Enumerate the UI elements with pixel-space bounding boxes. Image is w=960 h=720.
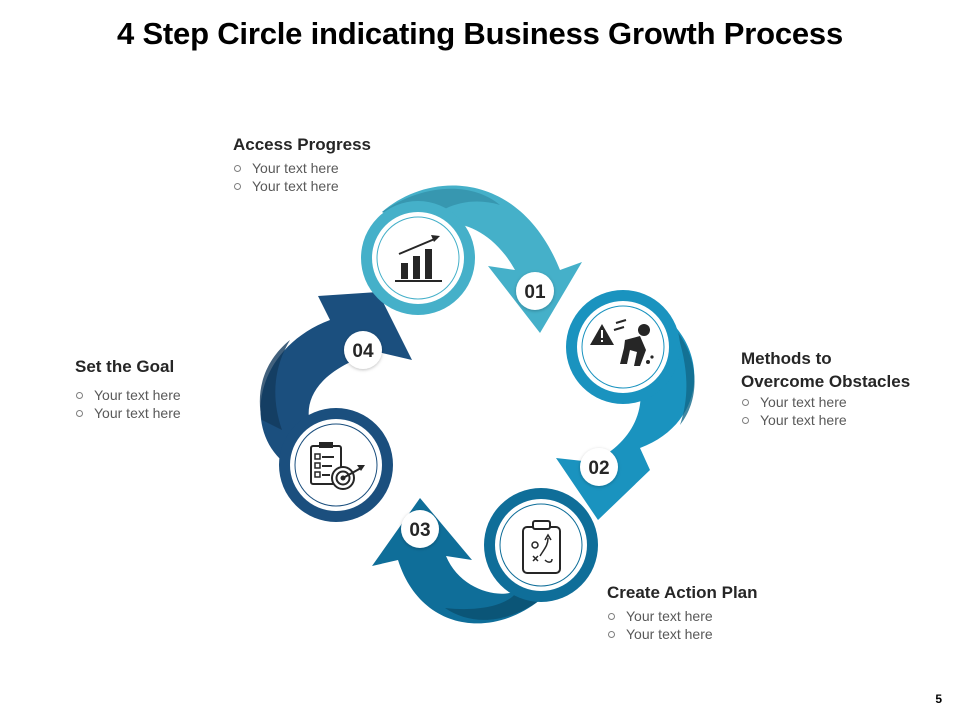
bullet-circle-icon	[608, 613, 615, 620]
bullet-text: Your text here	[626, 626, 713, 642]
hazard-obstacle-icon	[590, 319, 654, 366]
step-bullets-03: Your text here Your text here	[607, 607, 758, 643]
bullet-text: Your text here	[760, 394, 847, 410]
slide-title: 4 Step Circle indicating Business Growth…	[117, 16, 843, 51]
step-bullets-01: Your text here Your text here	[233, 159, 371, 195]
bullet-circle-icon	[608, 631, 615, 638]
list-item: Your text here	[75, 404, 181, 422]
bullet-circle-icon	[742, 417, 749, 424]
checklist-target-icon	[310, 442, 365, 490]
list-item: Your text here	[741, 411, 910, 429]
step-heading-04: Set the Goal	[75, 357, 175, 376]
bullet-text: Your text here	[252, 160, 339, 176]
bar-chart-growth-icon	[395, 235, 442, 282]
clipboard-plan-icon	[522, 520, 561, 574]
step-heading-02-line2: Overcome Obstacles	[741, 372, 911, 391]
step-circle-02	[566, 290, 680, 404]
step-bullets-02: Your text here Your text here	[741, 393, 910, 429]
bullet-circle-icon	[234, 165, 241, 172]
bullet-text: Your text here	[94, 405, 181, 421]
step-heading-02-line1: Methods to	[741, 349, 832, 368]
list-item: Your text here	[233, 177, 371, 195]
step-number-03: 03	[409, 520, 430, 541]
step-text-04: Set the Goal Your text here Your text he…	[75, 355, 181, 422]
list-item: Your text here	[233, 159, 371, 177]
step-badge-04	[344, 331, 382, 369]
step-number-02: 02	[588, 458, 609, 479]
bullet-circle-icon	[742, 399, 749, 406]
bullet-circle-icon	[234, 183, 241, 190]
bullet-circle-icon	[76, 410, 83, 417]
list-item: Your text here	[75, 386, 181, 404]
list-item: Your text here	[607, 625, 758, 643]
bullet-text: Your text here	[252, 178, 339, 194]
step-circle-03	[484, 488, 598, 602]
step-bullets-04: Your text here Your text here	[75, 386, 181, 422]
list-item: Your text here	[607, 607, 758, 625]
step-badge-01	[516, 272, 554, 310]
bullet-text: Your text here	[94, 387, 181, 403]
step-heading-01: Access Progress	[233, 135, 371, 154]
page-number: 5	[935, 692, 942, 706]
step-badge-03	[401, 510, 439, 548]
bullet-text: Your text here	[760, 412, 847, 428]
step-heading-03: Create Action Plan	[607, 583, 758, 602]
step-number-01: 01	[524, 282, 546, 303]
step-badge-02	[580, 448, 618, 486]
bullet-circle-icon	[76, 392, 83, 399]
list-item: Your text here	[741, 393, 910, 411]
step-text-03: Create Action Plan Your text here Your t…	[607, 581, 758, 643]
bullet-text: Your text here	[626, 608, 713, 624]
step-text-02: Methods to Overcome Obstacles Your text …	[741, 347, 910, 429]
step-text-01: Access Progress Your text here Your text…	[233, 133, 371, 195]
step-number-04: 04	[352, 341, 374, 362]
